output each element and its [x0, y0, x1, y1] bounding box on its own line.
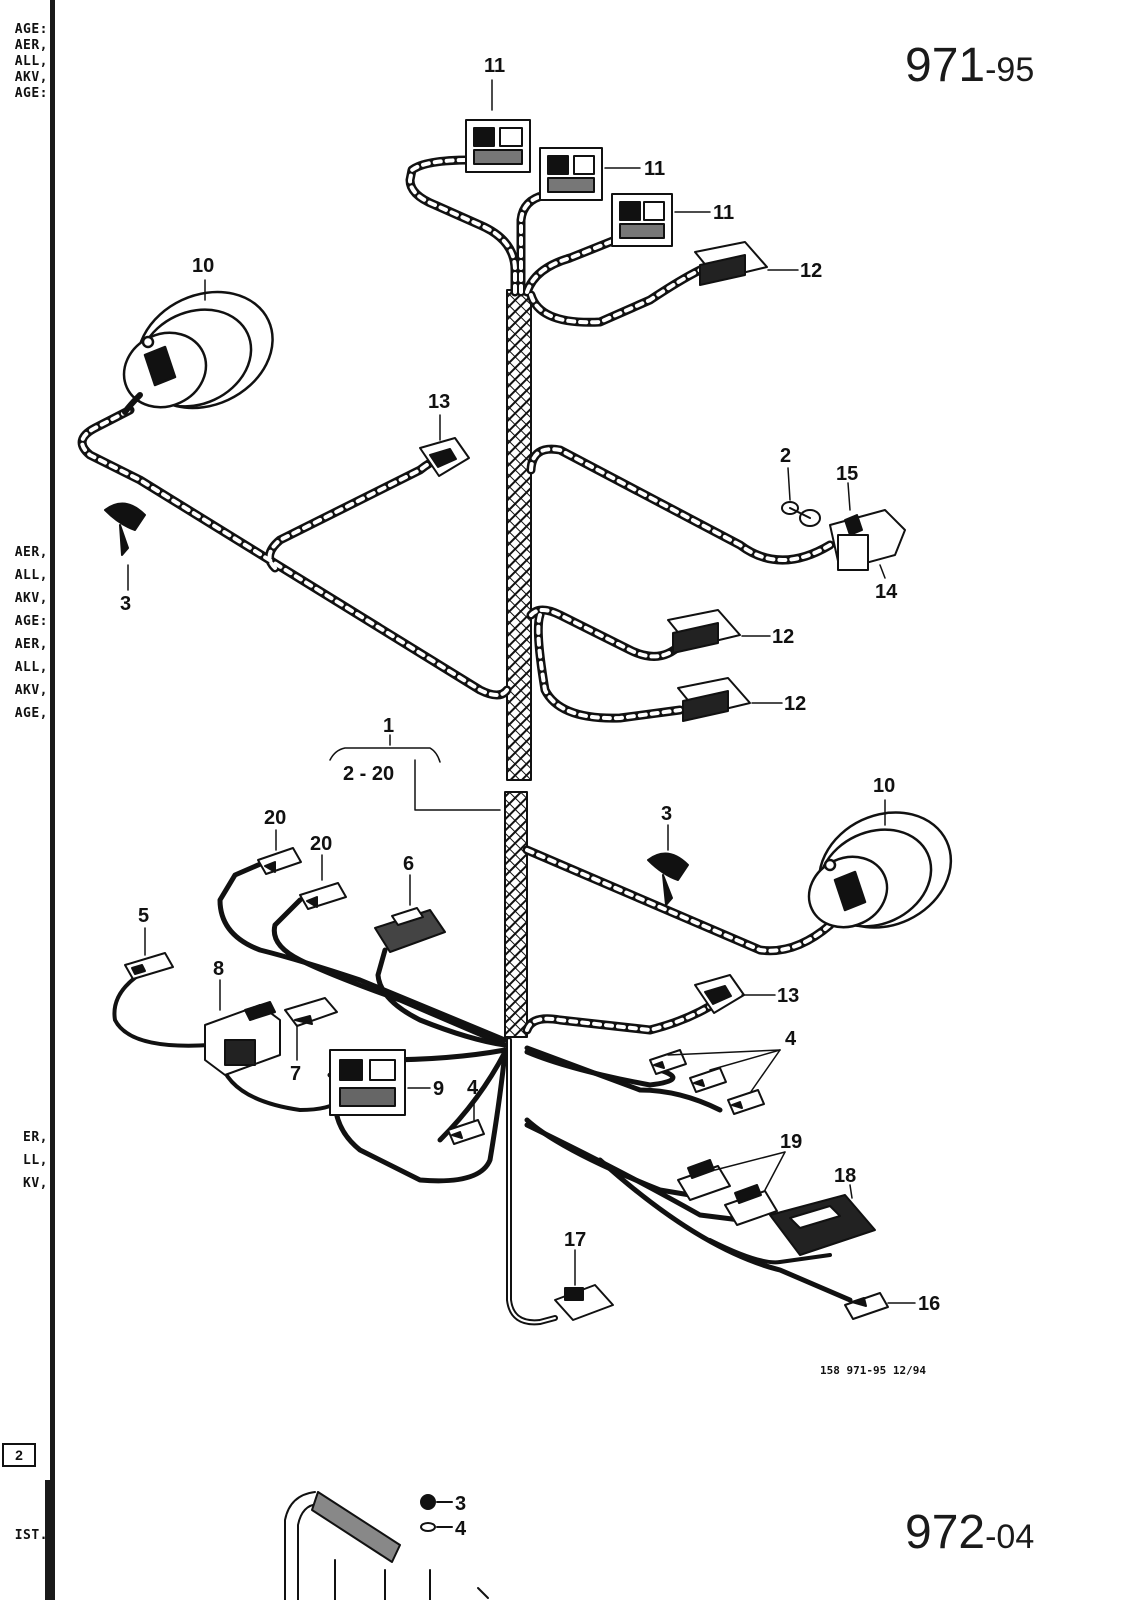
callout-17: 17 — [564, 1229, 586, 1251]
edge-text: AKV, — [14, 591, 48, 606]
callout-1-range: 2 - 20 — [343, 763, 394, 785]
connector-12 — [667, 609, 741, 654]
grommet-2 — [781, 501, 821, 527]
connector-17 — [554, 1284, 614, 1321]
connector-12 — [677, 677, 751, 722]
edge-text: AGE: — [14, 22, 48, 37]
callout-3: 3 — [455, 1493, 466, 1515]
callout-5: 5 — [138, 905, 149, 927]
connector-19 — [724, 1184, 778, 1226]
main-trunk — [504, 289, 558, 1326]
connector-block-9 — [329, 1049, 406, 1116]
callout-6: 6 — [403, 853, 414, 875]
connector-5 — [124, 952, 174, 980]
right-branches — [522, 444, 835, 1035]
callout-11: 11 — [713, 202, 734, 224]
edge-text: AGE, — [14, 706, 48, 721]
page-code-bottom-suffix: -04 — [985, 1518, 1035, 1556]
callout-3: 3 — [661, 803, 672, 825]
callout-18: 18 — [834, 1165, 856, 1187]
callout-1: 1 — [383, 715, 394, 737]
edge-text: ALL, — [14, 660, 48, 675]
edge-text: AKV, — [14, 70, 48, 85]
callout-13: 13 — [428, 391, 450, 413]
callout-2: 2 — [780, 445, 791, 467]
callout-14: 14 — [875, 581, 898, 603]
callout-13: 13 — [777, 985, 799, 1007]
edge-text: AKV, — [14, 683, 48, 698]
callout-11: 11 — [484, 55, 505, 77]
callout-15: 15 — [836, 463, 858, 485]
switch-14 — [829, 509, 906, 571]
module-6 — [374, 907, 446, 953]
callout-10: 10 — [873, 775, 895, 797]
connector-16 — [844, 1292, 889, 1320]
edge-text: AER, — [14, 545, 48, 560]
callout-16: 16 — [918, 1293, 940, 1315]
callout-20: 20 — [264, 807, 286, 829]
page-code-top-suffix: -95 — [985, 51, 1035, 89]
callout-4: 4 — [785, 1028, 797, 1050]
callout-12: 12 — [784, 693, 806, 715]
edge-text: AER, — [14, 637, 48, 652]
edge-text: LL, — [23, 1153, 48, 1168]
connector-11 — [539, 147, 603, 201]
connector-4 — [649, 1049, 687, 1075]
connector-11 — [611, 193, 673, 247]
callout-4: 4 — [455, 1518, 467, 1540]
edge-text: AER, — [14, 38, 48, 53]
edge-text: AGE: — [14, 614, 48, 629]
binding-rule — [50, 0, 55, 1600]
callout-12: 12 — [772, 626, 794, 648]
callout-4: 4 — [467, 1077, 479, 1099]
lower-wiring — [217, 859, 853, 1303]
edge-text: AGE: — [14, 86, 48, 101]
connector-7 — [284, 997, 338, 1027]
page-code-bottom-main: 972 — [905, 1506, 986, 1559]
callout-12: 12 — [800, 260, 822, 282]
edge-box-label: 2 — [2, 1443, 36, 1467]
leader-lines — [127, 79, 916, 1304]
relay-block-8 — [204, 1001, 281, 1076]
instrument-gauge-10 — [807, 811, 953, 929]
callout-7: 7 — [290, 1063, 301, 1085]
callout-11: 11 — [644, 158, 665, 180]
connector-4 — [447, 1119, 485, 1145]
edge-text: ALL, — [14, 54, 48, 69]
page-code-top-main: 971 — [905, 39, 986, 92]
edge-text: IST. — [14, 1528, 48, 1543]
callout-labels: 11 11 11 12 10 13 2 15 14 3 12 12 1 2 - … — [120, 55, 940, 1377]
callout-10: 10 — [192, 255, 214, 277]
binding-rule-bottom — [45, 1480, 51, 1600]
callout-19: 19 — [780, 1131, 802, 1153]
callout-8: 8 — [213, 958, 224, 980]
callout-9: 9 — [433, 1078, 444, 1100]
next-drawing-callouts: 3 4 — [455, 1493, 467, 1540]
connector-20 — [299, 882, 347, 910]
connector-4 — [689, 1067, 727, 1093]
connector-4 — [727, 1089, 765, 1115]
left-page-edge: AGE: AER, ALL, AKV, AGE: AER, ALL, AKV, … — [0, 0, 60, 1600]
connector-12 — [694, 241, 768, 286]
page-code-top: 971-95 — [905, 38, 1034, 93]
instrument-gauge-10 — [122, 290, 274, 415]
connector-11 — [465, 119, 531, 173]
next-drawing-fragment — [284, 1491, 489, 1600]
edge-text: ER, — [23, 1130, 48, 1145]
callout-3: 3 — [120, 593, 131, 615]
clip-3 — [104, 502, 146, 556]
callout-20: 20 — [310, 833, 332, 855]
edge-text: ALL, — [14, 568, 48, 583]
page-code-bottom: 972-04 — [905, 1505, 1034, 1560]
edge-text: KV, — [23, 1176, 48, 1191]
connector-19 — [677, 1159, 731, 1201]
module-18 — [769, 1194, 876, 1256]
clip-3 — [647, 852, 689, 906]
connector-20 — [257, 847, 302, 875]
drawing-reference: 158 971-95 12/94 — [820, 1364, 926, 1377]
connector-13 — [419, 437, 470, 477]
